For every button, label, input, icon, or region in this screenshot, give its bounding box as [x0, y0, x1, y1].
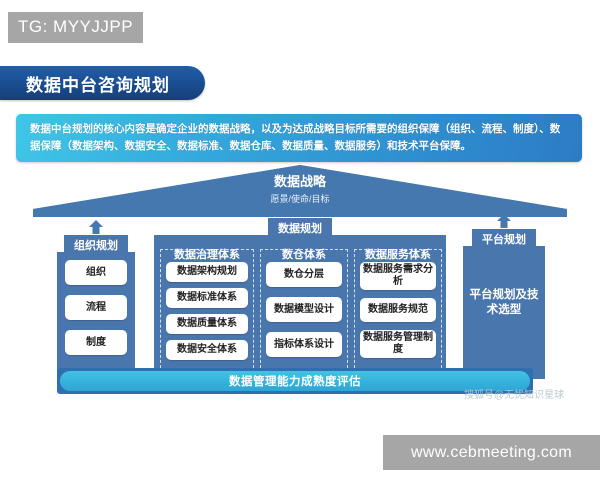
description-text: 数据中台规划的核心内容是确定企业的数据战略，以及为达成战略目标所需要的组织保障（…: [30, 123, 561, 152]
subsystem-title: 数据服务体系: [365, 249, 431, 261]
item-chip[interactable]: 数据模型设计: [266, 297, 342, 322]
roof-shape: [33, 165, 567, 217]
subsystem-title: 数据治理体系: [174, 249, 240, 261]
item-chip[interactable]: 数据标准体系: [166, 288, 248, 308]
item-chip[interactable]: 数据架构规划: [166, 262, 248, 282]
item-chip[interactable]: 数据服务管理制度: [360, 330, 436, 358]
item-chip[interactable]: 数仓分层: [266, 262, 342, 287]
subsystem-title: 数仓体系: [282, 249, 326, 261]
house-diagram: 数据战略 愿景/使命/目标 组织规划 组织 流程 制度 数据规划 数据治理体系 …: [33, 163, 567, 403]
watermark-text: 搜狐号@无忧知识星球: [464, 390, 565, 401]
overlay-tag: TG: MYYJJPP: [8, 12, 144, 43]
maturity-bar-label: 数据管理能力成熟度评估: [60, 371, 530, 391]
url-band: www.cebmeeting.com: [383, 435, 600, 470]
up-arrow-icon: [497, 214, 511, 228]
description-panel: 数据中台规划的核心内容是确定企业的数据战略，以及为达成战略目标所需要的组织保障（…: [16, 114, 582, 162]
item-chip[interactable]: 指标体系设计: [266, 332, 342, 357]
item-chip[interactable]: 数据服务规范: [360, 298, 436, 322]
item-chip[interactable]: 制度: [65, 330, 127, 355]
pillar-header-data: 数据规划: [268, 218, 332, 237]
item-chip[interactable]: 数据服务需求分析: [360, 262, 436, 290]
url-text: www.cebmeeting.com: [410, 443, 573, 461]
item-chip[interactable]: 组织: [65, 260, 127, 285]
item-chip[interactable]: 流程: [65, 295, 127, 320]
pillar-header-organization: 组织规划: [64, 235, 128, 254]
pillar-header-platform: 平台规划: [472, 229, 536, 248]
title-ribbon: 数据中台咨询规划: [0, 66, 205, 100]
up-arrow-icon: [89, 220, 103, 234]
maturity-bar-frame: 数据管理能力成熟度评估: [57, 368, 533, 394]
page-title: 数据中台咨询规划: [26, 75, 170, 95]
item-chip[interactable]: 数据安全体系: [166, 340, 248, 360]
item-chip[interactable]: 数据质量体系: [166, 314, 248, 334]
platform-body-text: 平台规划及技术选型: [469, 289, 539, 316]
pillar-body-platform: [463, 246, 545, 379]
